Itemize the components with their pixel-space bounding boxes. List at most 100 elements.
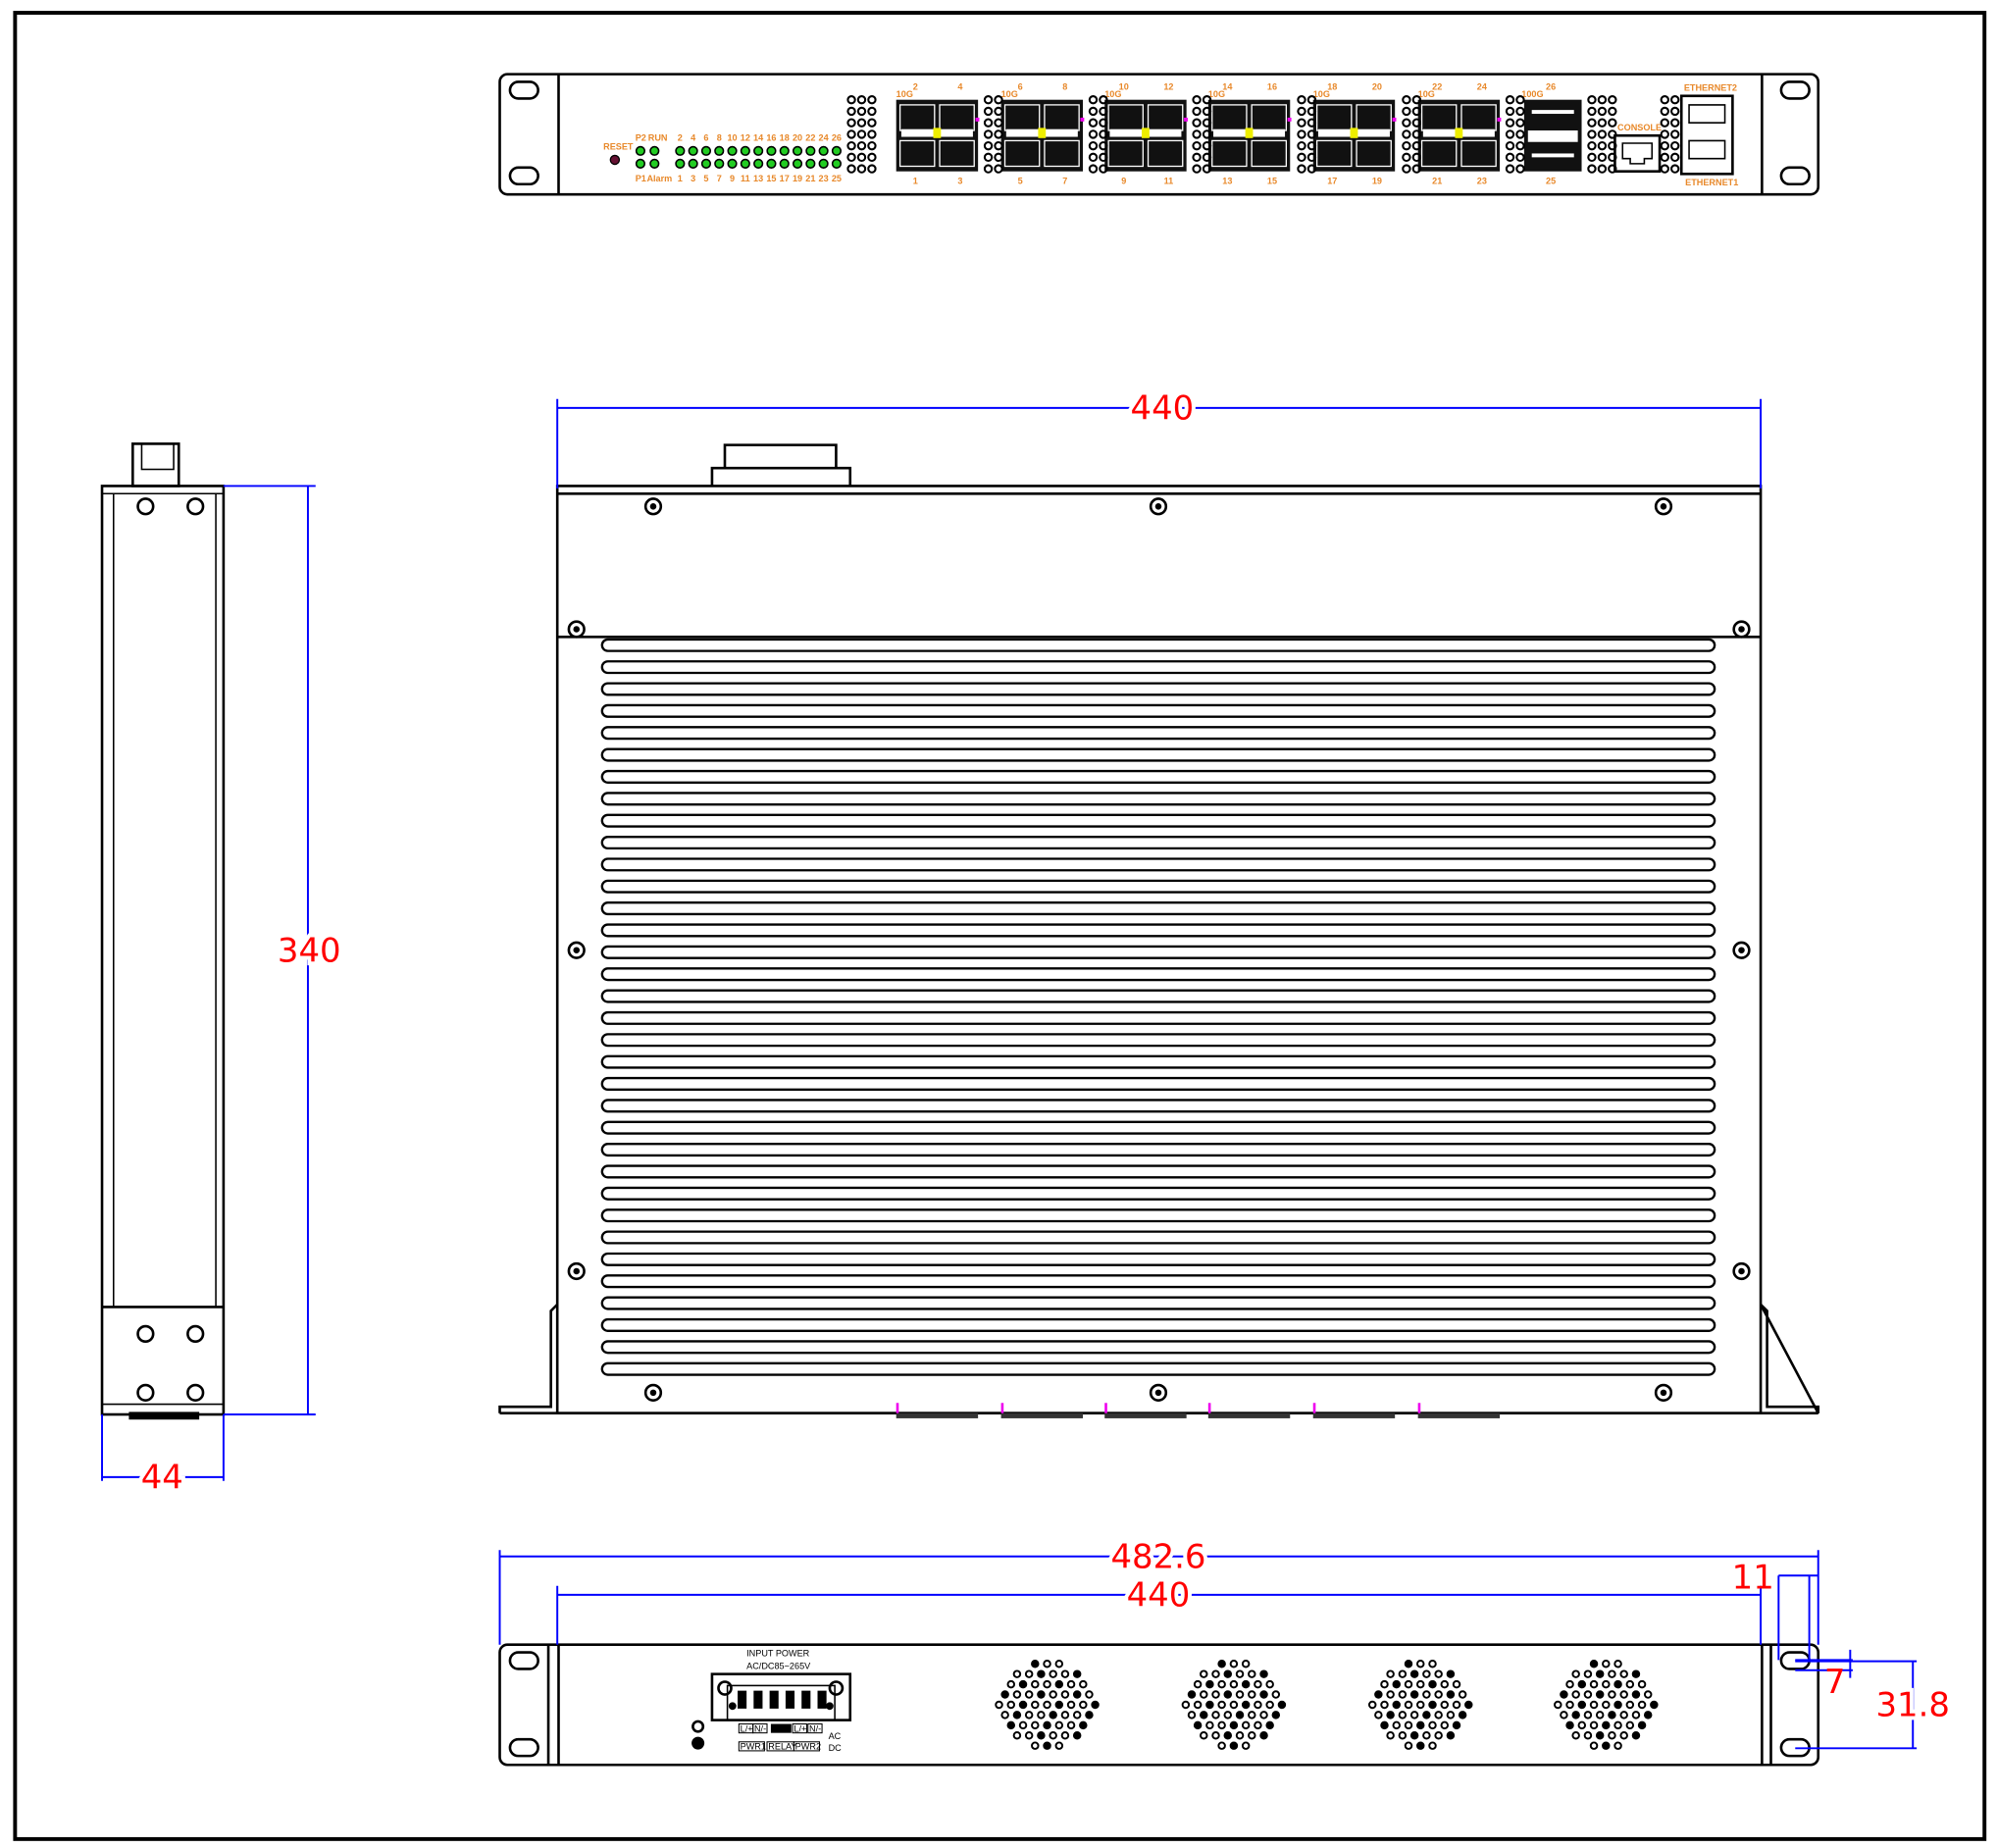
heat-sink-fin	[600, 703, 1716, 718]
vent-hole	[1597, 95, 1608, 105]
grille-hole	[1031, 1700, 1040, 1710]
screw-icon	[1732, 620, 1751, 639]
grille-hole	[1577, 1700, 1587, 1710]
dimension-lines: 440 340 44 482.6 440 11 7 31.8	[101, 385, 1954, 1750]
grille-hole	[1229, 1660, 1239, 1668]
qsfp-port[interactable]: 100G 26 25	[1521, 81, 1582, 186]
grille-hole	[1625, 1700, 1635, 1710]
grille-hole	[1079, 1720, 1088, 1730]
port-number: 3	[957, 177, 962, 186]
console-port[interactable]	[1613, 133, 1662, 174]
grille-hole	[1637, 1679, 1647, 1689]
grille-hole	[1277, 1700, 1287, 1710]
vent-hole	[1515, 95, 1525, 105]
ethernet-ports[interactable]	[1679, 94, 1734, 176]
vent-hole	[1608, 140, 1617, 151]
vent-hole	[856, 164, 867, 174]
grille-hole	[1380, 1679, 1389, 1689]
sfp-cage	[1460, 139, 1497, 168]
port-speed-label: 10G	[1208, 89, 1225, 99]
grille-hole	[1037, 1669, 1046, 1678]
vent-hole	[1411, 106, 1422, 117]
port-edge-mark	[1417, 1403, 1421, 1413]
grille-hole	[1217, 1700, 1226, 1710]
grille-hole	[1428, 1700, 1437, 1710]
grille-hole	[1054, 1720, 1064, 1730]
led-indicator	[831, 145, 843, 156]
grille-hole	[1392, 1720, 1401, 1730]
grille-hole	[1631, 1731, 1641, 1740]
vent-hole	[867, 140, 877, 151]
grille-hole	[1211, 1711, 1220, 1720]
grille-hole	[1554, 1700, 1562, 1710]
grille-hole	[1187, 1711, 1197, 1720]
vent-hole	[846, 164, 856, 174]
grille-hole	[1434, 1731, 1443, 1740]
vent-hole	[1608, 95, 1617, 105]
vent-hole	[1411, 129, 1422, 139]
p2-label: P2	[636, 132, 646, 142]
grille-hole	[1248, 1669, 1256, 1678]
grille-hole	[1072, 1711, 1082, 1720]
vent-hole	[1402, 164, 1411, 174]
grille-hole	[1392, 1679, 1401, 1689]
led-indicator	[688, 158, 698, 169]
grille-hole	[1602, 1720, 1611, 1730]
led-bottom-number: 21	[805, 174, 815, 183]
dim-top-width: 440	[1131, 389, 1195, 428]
vent-hole	[1306, 140, 1317, 151]
grille-hole	[1374, 1711, 1383, 1720]
sfp-cage	[1147, 139, 1184, 168]
heat-sink-fin	[600, 1076, 1716, 1092]
vent-hole	[1099, 95, 1108, 105]
vent-hole	[846, 118, 856, 128]
grille-hole	[1571, 1669, 1580, 1678]
vent-hole	[846, 152, 856, 163]
vent-hole	[1088, 118, 1099, 128]
grille-hole	[1589, 1741, 1599, 1750]
grille-hole	[1589, 1660, 1599, 1668]
port-speed-label: 10G	[1313, 89, 1330, 99]
grille-hole	[1452, 1720, 1461, 1730]
grille-hole	[1259, 1731, 1268, 1740]
link-led	[1142, 128, 1150, 138]
vent-hole	[1192, 118, 1202, 128]
vent-hole	[1660, 118, 1669, 128]
grille-hole	[1012, 1731, 1022, 1740]
reset-button[interactable]	[609, 154, 621, 166]
led-bottom-number: 23	[819, 174, 829, 183]
screw-icon	[1738, 1267, 1745, 1275]
grille-hole	[1613, 1660, 1622, 1668]
vent-hole	[994, 118, 1003, 128]
console-label: CONSOLE	[1617, 123, 1662, 132]
port-number: 24	[1477, 81, 1488, 91]
power-terminal-block[interactable]	[710, 1672, 852, 1721]
port-number: 13	[1222, 177, 1232, 186]
vent-hole	[1660, 106, 1669, 117]
heat-sink-fin	[600, 1361, 1716, 1376]
grille-hole	[1428, 1720, 1437, 1730]
led-bottom-number: 17	[780, 174, 790, 183]
grille-hole	[1577, 1720, 1587, 1730]
vent-hole	[1505, 129, 1515, 139]
grille-hole	[1434, 1690, 1443, 1699]
led-bottom-number: 7	[717, 174, 722, 183]
screw-icon	[1732, 941, 1751, 959]
vent-hole	[1587, 152, 1597, 163]
grille-hole	[1434, 1711, 1443, 1720]
port-number: 17	[1327, 177, 1337, 186]
vent-hole	[1099, 152, 1108, 163]
vent-hole	[1297, 106, 1306, 117]
activity-led	[1392, 117, 1397, 122]
vent-hole	[1402, 129, 1411, 139]
terminal-pin	[785, 1690, 795, 1709]
port-number: 10	[1119, 81, 1129, 91]
run-label: RUN	[648, 132, 668, 142]
